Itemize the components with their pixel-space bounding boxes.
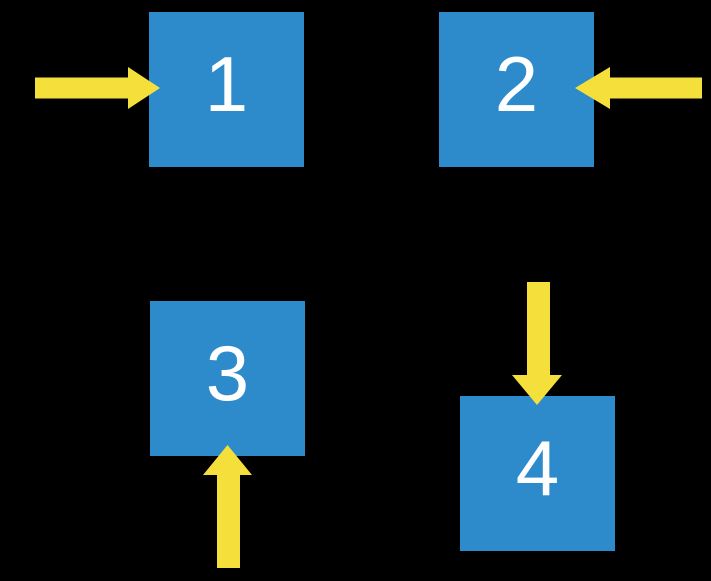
arrow-right-shape: [35, 67, 160, 109]
square-3-label: 3: [205, 328, 250, 417]
arrow-down-shape: [512, 282, 562, 405]
arrow-up-icon: [203, 445, 252, 568]
square-1: 1: [149, 12, 304, 167]
square-3: 3: [150, 301, 305, 456]
arrow-up-shape: [203, 445, 252, 568]
square-2-label: 2: [494, 39, 539, 128]
arrow-left-shape: [575, 67, 702, 109]
square-2: 2: [439, 12, 594, 167]
arrow-down-icon: [512, 282, 562, 405]
arrow-right-icon: [35, 67, 160, 109]
square-4-label: 4: [515, 423, 560, 512]
arrow-left-icon: [575, 67, 702, 109]
square-4: 4: [460, 396, 615, 551]
square-1-label: 1: [204, 39, 249, 128]
